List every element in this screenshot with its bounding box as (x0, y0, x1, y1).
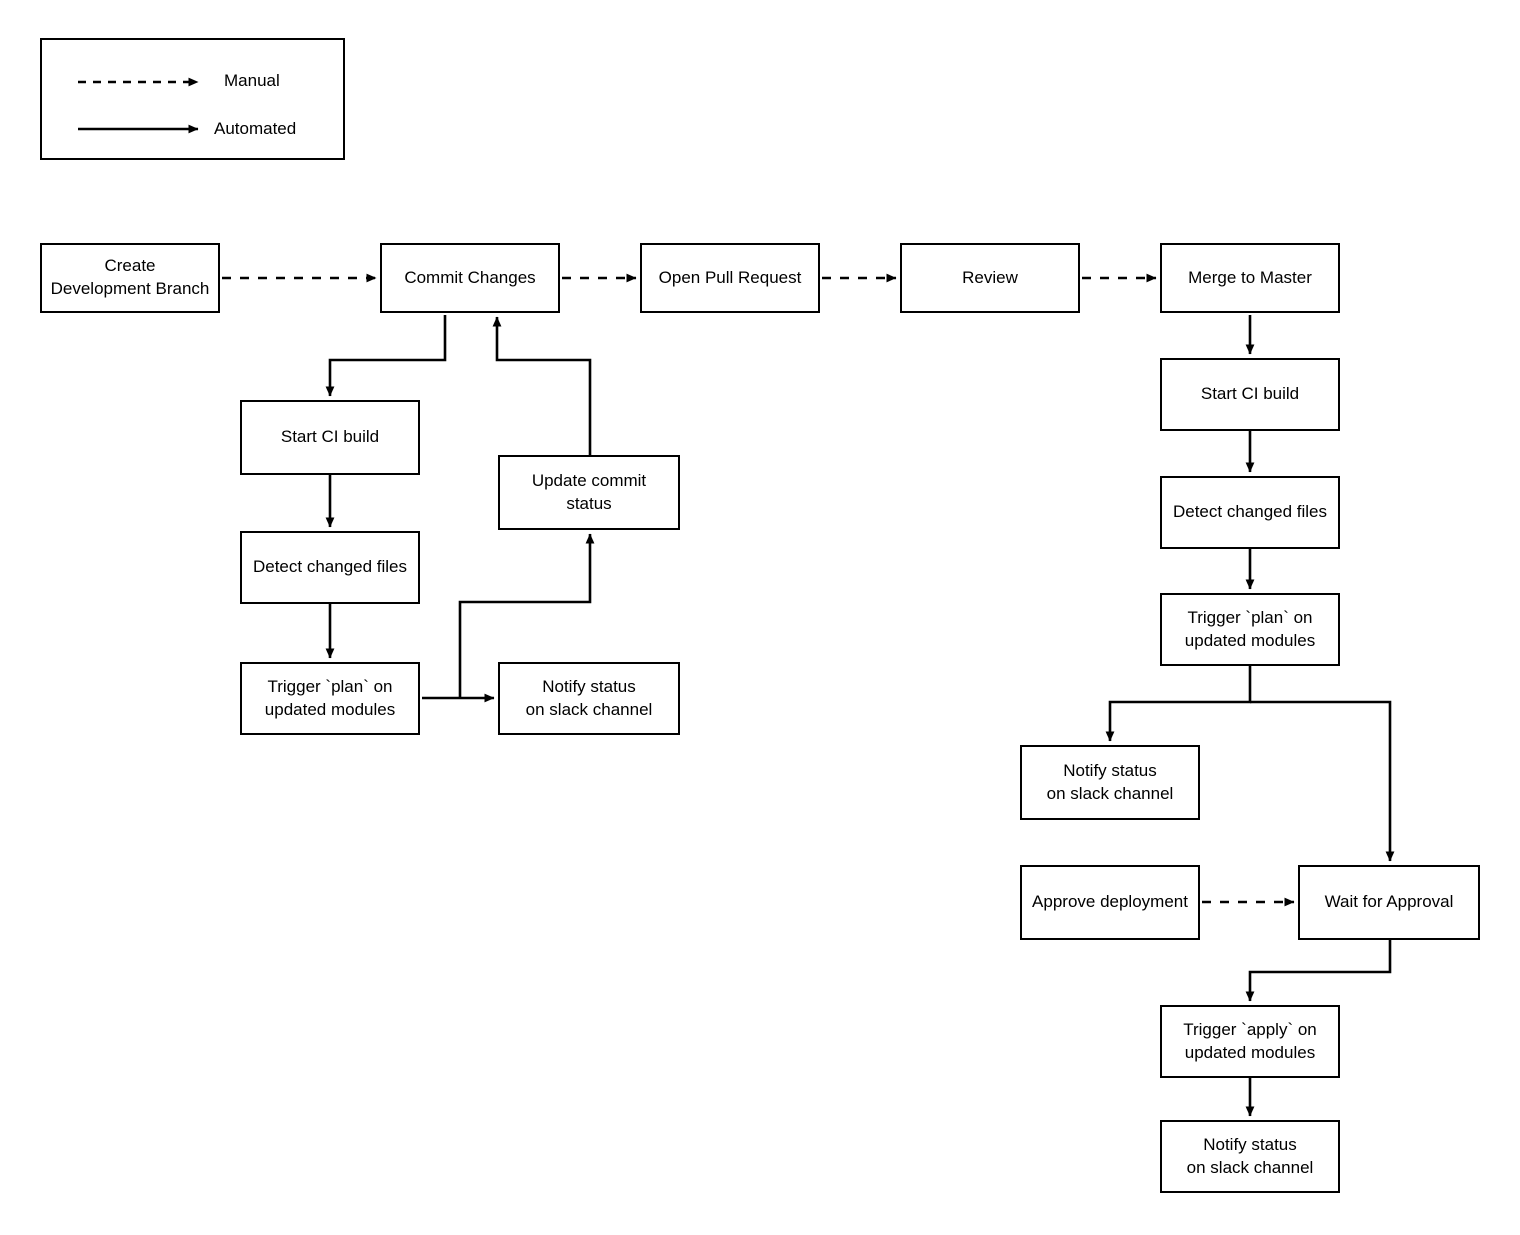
legend-panel (40, 38, 345, 160)
node-right-detect-changed-files[interactable]: Detect changed files (1160, 476, 1340, 549)
edge-left-update-status-to-commit (492, 316, 592, 455)
node-approve-deployment[interactable]: Approve deployment (1020, 865, 1200, 940)
edge-right-plan-to-notify (1105, 666, 1252, 742)
node-right-trigger-plan[interactable]: Trigger `plan` on updated modules (1160, 593, 1340, 666)
node-open-pull-request[interactable]: Open Pull Request (640, 243, 820, 313)
node-right-notify-status-apply[interactable]: Notify status on slack channel (1160, 1120, 1340, 1193)
edge-right-plan-to-wait (1250, 700, 1395, 862)
node-create-development-branch[interactable]: Create Development Branch (40, 243, 220, 313)
node-right-start-ci-build[interactable]: Start CI build (1160, 358, 1340, 431)
node-right-notify-status-plan[interactable]: Notify status on slack channel (1020, 745, 1200, 820)
legend-label-automated: Automated (214, 119, 297, 138)
edge-commit-to-left-ci (325, 315, 447, 397)
legend-arrows (78, 77, 199, 134)
node-left-update-commit-status[interactable]: Update commit status (498, 455, 680, 530)
node-commit-changes[interactable]: Commit Changes (380, 243, 560, 313)
node-left-trigger-plan[interactable]: Trigger `plan` on updated modules (240, 662, 420, 735)
node-wait-for-approval[interactable]: Wait for Approval (1298, 865, 1480, 940)
node-left-start-ci-build[interactable]: Start CI build (240, 400, 420, 475)
node-merge-to-master[interactable]: Merge to Master (1160, 243, 1340, 313)
edge-wait-to-apply (1245, 940, 1392, 1002)
node-right-trigger-apply[interactable]: Trigger `apply` on updated modules (1160, 1005, 1340, 1078)
legend-label-manual: Manual (224, 71, 280, 90)
node-left-detect-changed-files[interactable]: Detect changed files (240, 531, 420, 604)
node-review[interactable]: Review (900, 243, 1080, 313)
node-left-notify-status[interactable]: Notify status on slack channel (498, 662, 680, 735)
